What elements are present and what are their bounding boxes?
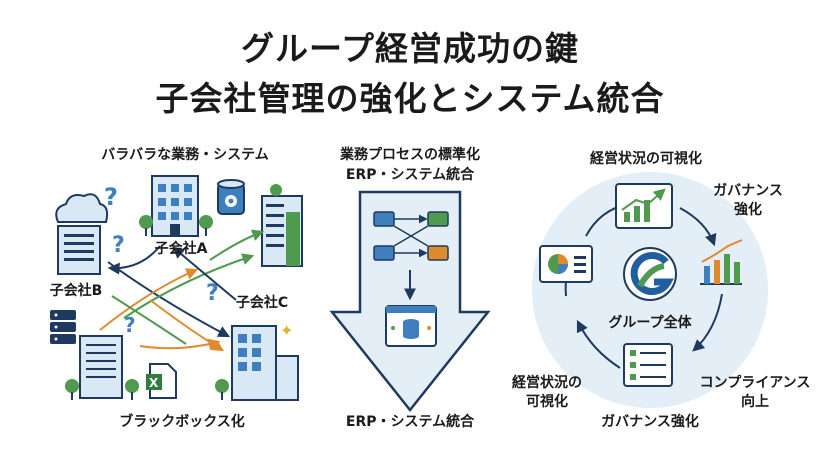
spreadsheet-file-icon: X bbox=[146, 363, 177, 399]
middle-heading-line2: ERP・システム統合 bbox=[345, 167, 475, 183]
middle-footer: ERP・システム統合 bbox=[345, 414, 475, 430]
database-gear-icon bbox=[217, 179, 245, 215]
left-heading: バラバラな業務・システム bbox=[101, 147, 269, 163]
svg-text:✦: ✦ bbox=[280, 321, 293, 340]
erp-system-icon bbox=[385, 305, 437, 347]
title-line-1: グループ経営成功の鍵 bbox=[240, 29, 580, 68]
downward-arrow-shape bbox=[329, 190, 491, 413]
office-building-icon bbox=[65, 335, 139, 400]
svg-text:X: X bbox=[149, 376, 159, 390]
right-bottom-right-line2: 向上 bbox=[741, 394, 769, 410]
right-bottom-right-line1: コンプライアンス bbox=[699, 375, 811, 391]
pie-chart-icon bbox=[539, 245, 593, 283]
company-c-label: 子会社C bbox=[235, 295, 289, 311]
left-footer: ブラックボックス化 bbox=[119, 414, 245, 430]
title-line-2: 子会社管理の強化とシステム統合 bbox=[155, 79, 665, 118]
right-top-right-line1: ガバナンス bbox=[713, 183, 783, 199]
right-top-right-line2: 強化 bbox=[734, 202, 762, 218]
process-flow-icon bbox=[373, 211, 449, 261]
checklist-icon bbox=[623, 343, 673, 387]
question-mark-icon: ? bbox=[124, 313, 136, 337]
building-b-icon bbox=[57, 225, 101, 275]
question-mark-icon: ? bbox=[104, 183, 118, 211]
right-bottom-left-line2: 可視化 bbox=[526, 394, 568, 410]
middle-panel bbox=[329, 190, 491, 413]
building-a-icon bbox=[139, 175, 213, 237]
bar-chart-icon bbox=[700, 239, 743, 285]
left-panel: ? ? ? ? bbox=[50, 175, 303, 401]
office-building-icon: ✦ bbox=[215, 321, 299, 401]
server-icon bbox=[50, 310, 76, 344]
middle-heading-line1: 業務プロセスの標準化 bbox=[340, 147, 480, 163]
company-b-label: 子会社B bbox=[49, 283, 103, 299]
right-top-label: 経営状況の可視化 bbox=[590, 151, 702, 167]
tangled-arrows bbox=[99, 229, 265, 352]
question-mark-icon: ? bbox=[206, 281, 219, 306]
right-center-label: グループ全体 bbox=[608, 315, 692, 331]
right-bottom-left-line1: 経営状況の bbox=[512, 375, 582, 391]
question-mark-icon: ? bbox=[112, 233, 125, 258]
right-bottom-label: ガバナンス強化 bbox=[601, 414, 699, 430]
cloud-icon bbox=[55, 193, 109, 223]
company-a-label: 子会社A bbox=[154, 241, 208, 257]
right-panel bbox=[532, 172, 768, 408]
group-logo-icon bbox=[623, 247, 677, 301]
trend-chart-icon bbox=[615, 183, 673, 229]
building-c-icon bbox=[261, 184, 303, 267]
